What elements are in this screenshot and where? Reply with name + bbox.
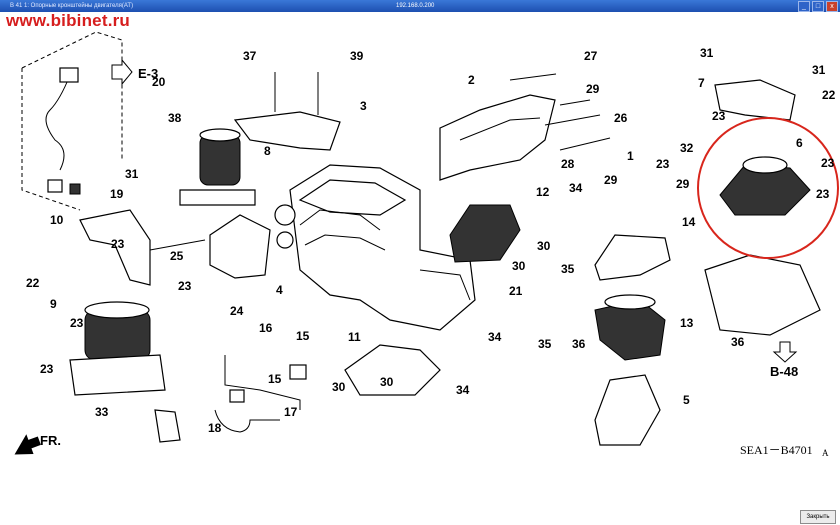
callout-20: 20 (152, 75, 166, 89)
callout-17: 17 (284, 405, 298, 419)
window-title: В 41 1: Опорные кронштейны двигателя(AT) (10, 3, 134, 9)
callout-16: 16 (259, 321, 273, 335)
callout-36: 36 (572, 337, 586, 351)
mount-9 (69, 301, 166, 396)
callout-25: 25 (170, 249, 184, 263)
callout-1: 1 (627, 149, 634, 163)
window-titlebar: В 41 1: Опорные кронштейны двигателя(AT)… (0, 0, 840, 12)
callout-29: 29 (586, 82, 600, 96)
callout-12: 12 (536, 185, 550, 199)
callout-22: 22 (822, 88, 836, 102)
callout-30: 30 (512, 259, 526, 273)
callout-23: 23 (178, 279, 192, 293)
callout-30: 30 (332, 380, 346, 394)
callout-37: 37 (243, 49, 257, 63)
callout-23: 23 (40, 362, 54, 376)
callout-34: 34 (569, 181, 583, 195)
ref-fr-label: FR. (40, 433, 61, 448)
bracket-5 (594, 374, 661, 446)
bracket-3 (233, 72, 341, 151)
bracket-4 (149, 214, 271, 279)
callout-9: 9 (50, 297, 57, 311)
callout-13: 13 (680, 316, 694, 330)
callout-39: 39 (350, 49, 364, 63)
engine-mount-diagram (21, 31, 839, 446)
callout-14: 14 (682, 215, 696, 229)
bracket-11 (344, 344, 441, 396)
callout-35: 35 (561, 262, 575, 276)
bracket-18 (154, 409, 181, 443)
diagram-code: SEA1－B4701 (740, 443, 813, 457)
callout-31: 31 (700, 46, 714, 60)
close-button[interactable]: Закрыть (800, 510, 836, 524)
callout-10: 10 (50, 213, 64, 227)
bracket-12 (449, 204, 521, 263)
callout-22: 22 (26, 276, 40, 290)
callout-29: 29 (676, 177, 690, 191)
callout-31: 31 (812, 63, 826, 77)
callout-28: 28 (561, 157, 575, 171)
ref-fr: FR. (14, 433, 61, 455)
minimize-button[interactable]: _ (798, 1, 810, 12)
callout-21: 21 (509, 284, 523, 298)
callout-30: 30 (380, 375, 394, 389)
close-window-button[interactable]: x (826, 1, 838, 12)
callout-19: 19 (110, 187, 124, 201)
callout-2: 2 (468, 73, 475, 87)
callout-7: 7 (698, 76, 705, 90)
callout-34: 34 (488, 330, 502, 344)
callout-34: 34 (456, 383, 470, 397)
bracket-2 (439, 73, 611, 181)
callout-27: 27 (584, 49, 598, 63)
callout-36: 36 (731, 335, 745, 349)
ref-b48: B-48 (770, 341, 798, 379)
watermark-www: www. (6, 11, 51, 30)
hose-16-17 (214, 355, 307, 433)
maximize-button[interactable]: □ (812, 1, 824, 12)
ref-e3-label: E-3 (138, 66, 158, 81)
watermark-tld: .ru (107, 11, 131, 30)
bracket-14 (594, 234, 671, 281)
diagram-code-suffix: A (822, 448, 829, 458)
callout-23: 23 (656, 157, 670, 171)
mount-13 (594, 294, 666, 361)
callout-23: 23 (712, 109, 726, 123)
callout-35: 35 (538, 337, 552, 351)
highlight-circle (697, 117, 839, 259)
callout-30: 30 (537, 239, 551, 253)
callout-38: 38 (168, 111, 182, 125)
callout-5: 5 (683, 393, 690, 407)
callout-32: 32 (680, 141, 694, 155)
window-host: 192.168.0.200 (396, 3, 435, 9)
site-watermark: www.bibinet.ru (6, 11, 130, 31)
bracket-10 (79, 209, 151, 286)
callout-23: 23 (70, 316, 84, 330)
callout-23: 23 (821, 156, 835, 170)
callout-23: 23 (816, 187, 830, 201)
callout-18: 18 (208, 421, 222, 435)
callout-15: 15 (296, 329, 310, 343)
ref-e3: E-3 (111, 58, 158, 86)
callout-26: 26 (614, 111, 628, 125)
callout-4: 4 (276, 283, 283, 297)
callout-8: 8 (264, 144, 271, 158)
hose-assembly (21, 31, 123, 211)
callout-24: 24 (230, 304, 244, 318)
callout-3: 3 (360, 99, 367, 113)
callout-33: 33 (95, 405, 109, 419)
callout-23: 23 (111, 237, 125, 251)
callout-31: 31 (125, 167, 139, 181)
mount-8 (179, 128, 256, 206)
callout-15: 15 (268, 372, 282, 386)
callout-11: 11 (348, 330, 361, 344)
engine-block (274, 164, 476, 331)
window-controls: _ □ x (798, 1, 838, 12)
callout-29: 29 (604, 173, 618, 187)
callout-6: 6 (796, 136, 803, 150)
ref-b48-label: B-48 (770, 364, 798, 379)
mount-6 (704, 79, 821, 336)
watermark-name: bibinet (50, 11, 108, 30)
